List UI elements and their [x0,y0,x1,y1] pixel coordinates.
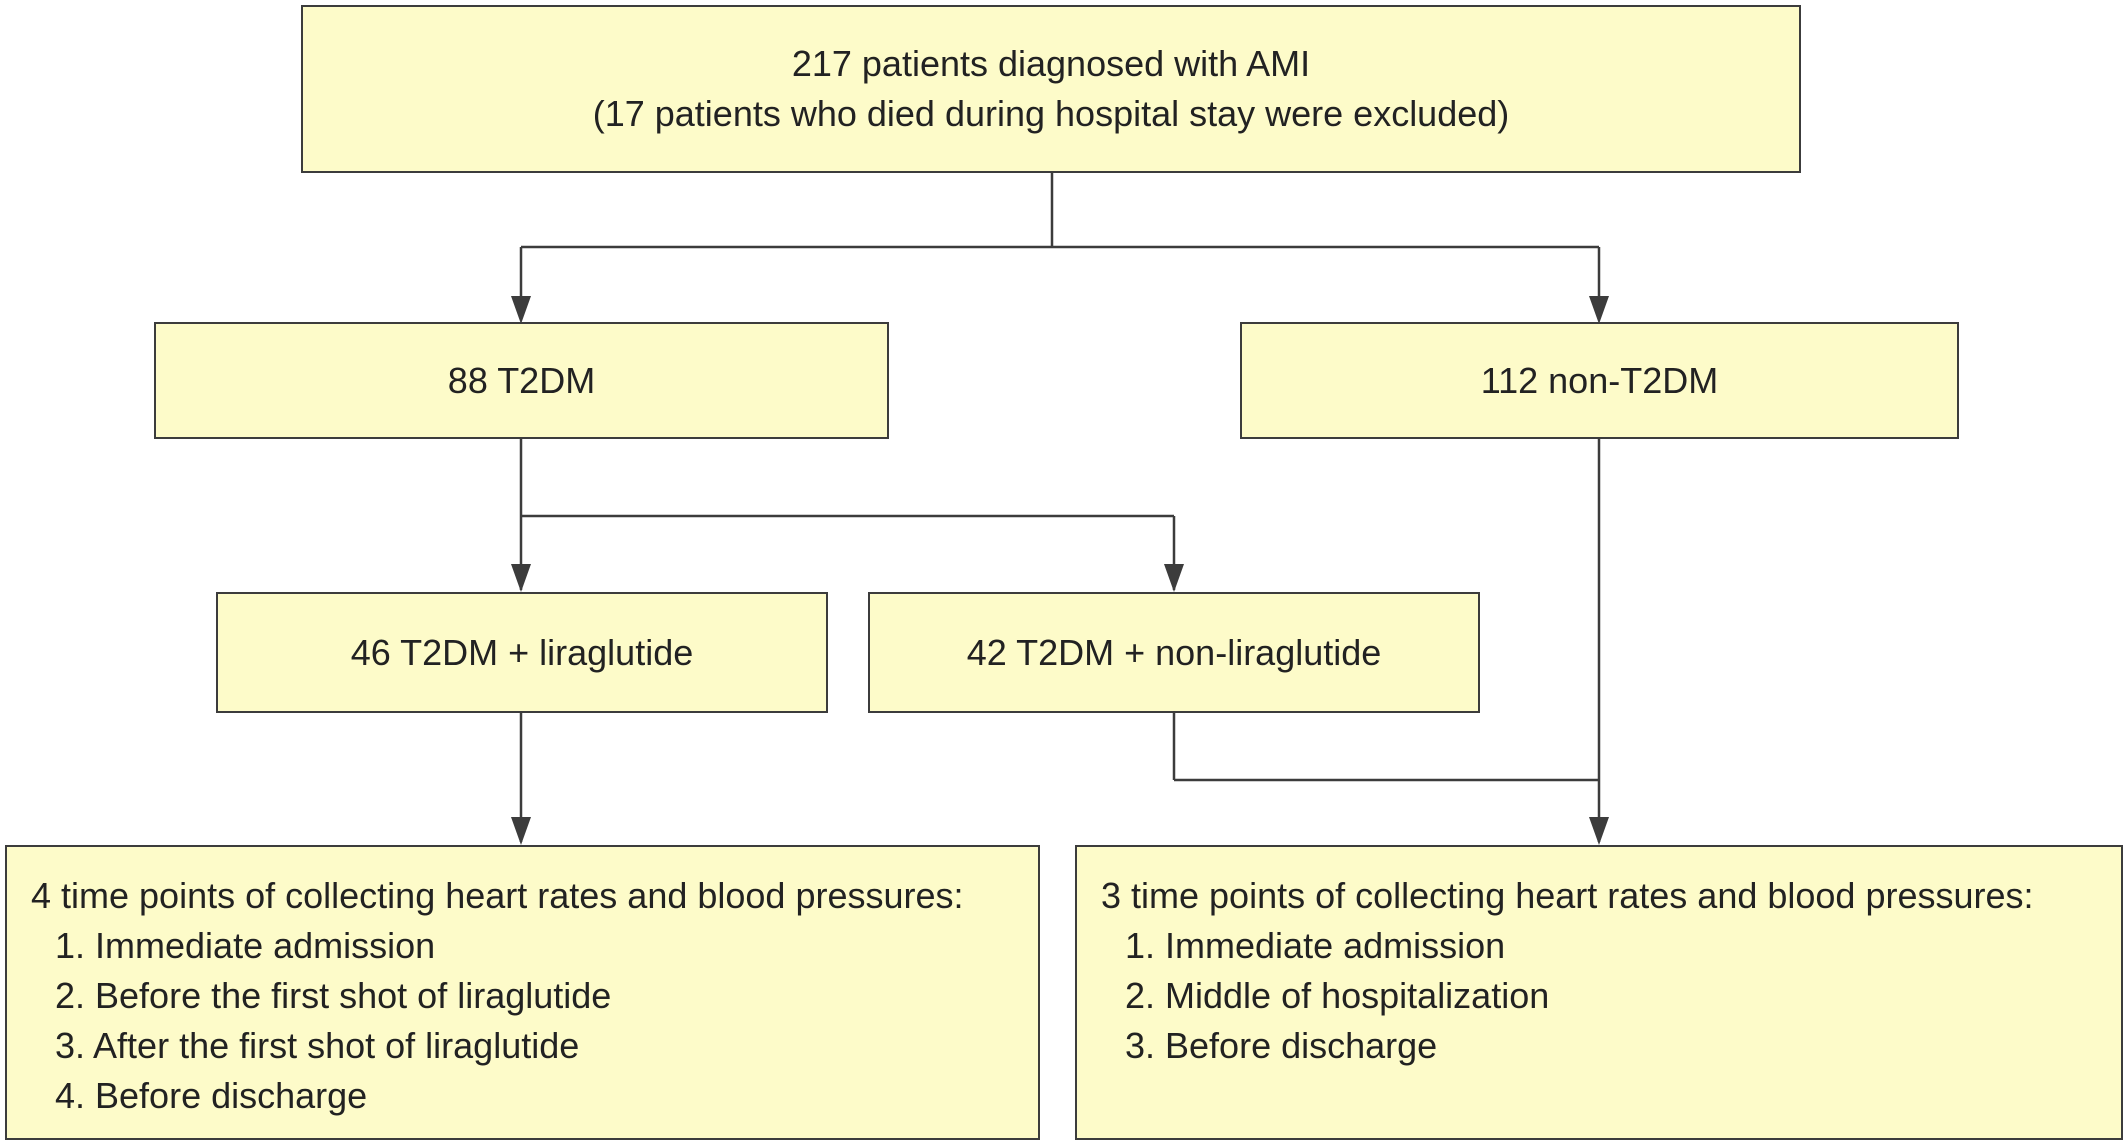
left-outcome-list: 1. Immediate admission 2. Before the fir… [31,921,1038,1121]
arrowhead-lira [511,564,531,592]
non-t2dm-label: 112 non-T2DM [1480,359,1719,401]
list-item: 1. Immediate admission [55,925,436,966]
list-item: 1. Immediate admission [1125,925,1506,966]
lira-label: 46 T2DM + liraglutide [350,631,694,673]
arrowhead-right-outcome [1589,817,1609,845]
root-line-1: 217 patients diagnosed with AMI [791,43,1311,84]
arrowhead-non-t2dm [1589,296,1609,324]
right-outcome-box: 3 time points of collecting heart rates … [1075,845,2123,1140]
non-lira-label: 42 T2DM + non-liraglutide [966,631,1382,673]
arrowhead-left-outcome [511,817,531,845]
arrowhead-t2dm [511,296,531,324]
root-line-2: (17 patients who died during hospital st… [592,93,1510,134]
right-outcome-list: 1. Immediate admission 2. Middle of hosp… [1101,921,2121,1071]
t2dm-box: 88 T2DM [154,322,889,439]
list-item: 2. Middle of hospitalization [1125,975,1550,1016]
list-item: 2. Before the first shot of liraglutide [55,975,612,1016]
right-outcome-title: 3 time points of collecting heart rates … [1101,875,2034,916]
left-outcome-title: 4 time points of collecting heart rates … [31,875,964,916]
list-item: 3. Before discharge [1125,1025,1438,1066]
non-t2dm-box: 112 non-T2DM [1240,322,1959,439]
root-box: 217 patients diagnosed with AMI (17 pati… [301,5,1801,173]
list-item: 4. Before discharge [55,1075,368,1116]
lira-box: 46 T2DM + liraglutide [216,592,828,713]
t2dm-label: 88 T2DM [447,359,596,401]
arrowhead-non-lira [1164,564,1184,592]
non-lira-box: 42 T2DM + non-liraglutide [868,592,1480,713]
left-outcome-box: 4 time points of collecting heart rates … [5,845,1040,1140]
list-item: 3. After the first shot of liraglutide [55,1025,580,1066]
